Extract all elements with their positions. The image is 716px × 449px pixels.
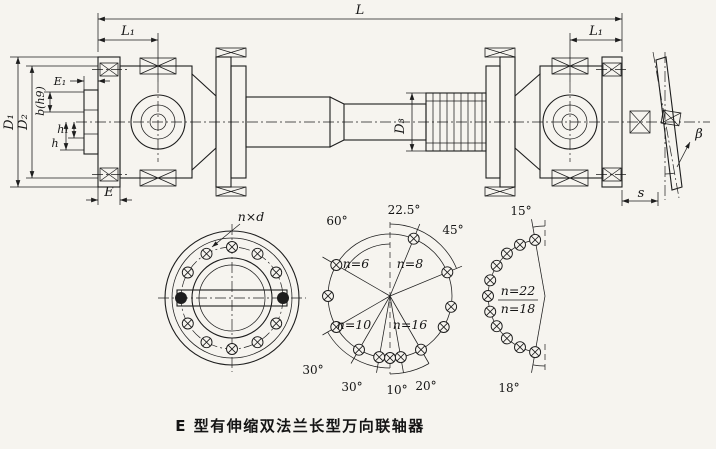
dim-h1: h₁: [57, 122, 84, 139]
angle-label-30-bottom: 30°: [341, 380, 362, 394]
angle-label-45: 45°: [442, 223, 463, 237]
dim-label-L1-left: L₁: [120, 24, 135, 39]
dim-label-h: h: [51, 137, 58, 150]
angle-label-30-left: 30°: [302, 363, 323, 377]
n-label-6: n=6: [343, 256, 370, 271]
angle-label-18: 18°: [498, 381, 519, 395]
dim-label-D3: D₃: [393, 118, 408, 135]
bolt-pattern-center: 60° 22.5° 45° n=6 n=8 n=10 n=16 30° 30° …: [302, 203, 463, 397]
dim-E1: E₁: [53, 75, 110, 90]
dim-L1-left: L₁: [98, 24, 159, 82]
left-flange-pair: [215, 47, 247, 197]
flange-face-view: n×d: [158, 209, 306, 372]
dim-label-h1: h₁: [57, 123, 69, 136]
dim-L1-right: L₁: [569, 24, 622, 82]
angle-label-60: 60°: [326, 214, 347, 228]
dim-h: h: [51, 122, 84, 151]
angle-arcs: [327, 223, 457, 375]
dim-D3: D₃: [393, 92, 426, 152]
dim-label-E1: E₁: [53, 75, 66, 88]
dim-s: s: [621, 186, 659, 206]
bolt-count-label: n×d: [238, 209, 265, 224]
angle-label-22-5: 22.5°: [388, 203, 421, 217]
drawing-caption: E 型有伸缩双法兰长型万向联轴器: [175, 417, 424, 435]
radial-lines: [322, 223, 463, 373]
right-flange-plate: [596, 56, 628, 188]
dim-E: E: [86, 185, 132, 205]
dim-D2: D₂: [16, 65, 98, 179]
n-label-10: n=10: [337, 317, 371, 332]
angle-label-20: 20°: [415, 379, 436, 393]
n-label-22: n=22: [501, 283, 535, 298]
dim-label-D2: D₂: [16, 114, 31, 131]
n-label-18: n=18: [501, 301, 535, 316]
dim-b: b(h9): [34, 86, 84, 116]
dim-label-E: E: [103, 185, 114, 200]
dim-label-L: L: [355, 3, 365, 18]
dim-label-s: s: [638, 186, 645, 201]
dim-label-D1: D₁: [2, 114, 17, 131]
dim-label-b: b(h9): [34, 86, 47, 116]
tilted-flange: β: [629, 51, 703, 200]
dim-D1: D₁: [2, 56, 98, 188]
side-view: D₃: [2, 3, 710, 206]
bolt-label-leader: [211, 223, 241, 248]
angle-label-15: 15°: [510, 204, 531, 218]
n-label-16: n=16: [393, 317, 427, 332]
bolt-pattern-right: 15° n=22 n=18 18°: [482, 204, 546, 395]
dim-label-beta: β: [694, 127, 703, 142]
angle-label-10: 10°: [386, 383, 407, 397]
n-label-8: n=8: [397, 256, 424, 271]
dim-label-L1-right: L₁: [588, 24, 603, 39]
dim-L: L: [97, 3, 623, 52]
